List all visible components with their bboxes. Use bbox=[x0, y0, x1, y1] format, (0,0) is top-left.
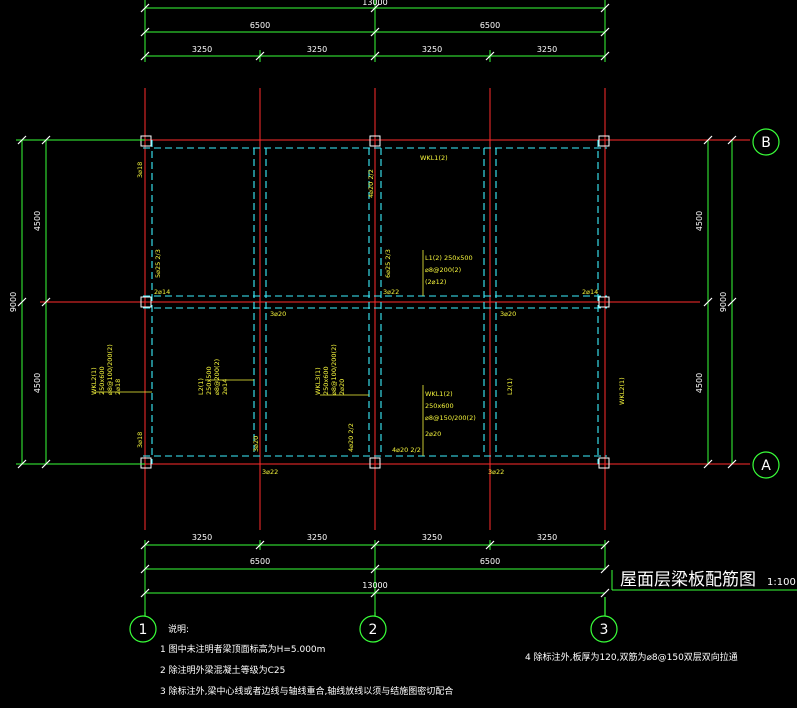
dim-top-q4: 3250 bbox=[537, 45, 557, 54]
wkl1-lower-size: 250x600 bbox=[425, 402, 454, 410]
l2-right: L2(1) bbox=[506, 378, 514, 395]
dim-left-total: 9000 bbox=[9, 292, 18, 312]
annotations: WKL1(2) 3⌀18 3⌀18 4⌀20 2/2 5⌀25 2/3 6⌀25… bbox=[90, 154, 626, 476]
bar-3c22-bottom-right: 3⌀22 bbox=[488, 468, 504, 476]
wkl2-1-title: WKL2(1) bbox=[90, 367, 98, 395]
axis-label-2: 2 bbox=[369, 622, 378, 638]
axis-label-1: 1 bbox=[139, 622, 148, 638]
dim-left-half-1: 4500 bbox=[33, 211, 42, 231]
axis-label-3: 3 bbox=[600, 622, 609, 638]
axis-bubbles bbox=[129, 128, 780, 643]
dim-right-total: 9000 bbox=[719, 292, 728, 312]
wkl1-lower-title: WKL1(2) bbox=[425, 390, 453, 398]
note-2: 2 除注明外梁混凝土等级为C25 bbox=[160, 664, 285, 676]
l2-1-size: 250x500 bbox=[205, 366, 213, 395]
l2-1-bars: 2⌀14 bbox=[221, 379, 229, 395]
l1-stirrup: ⌀8@200(2) bbox=[425, 266, 461, 274]
axis-bubble-3 bbox=[590, 615, 618, 643]
wkl1-lower-stirrup: ⌀8@150/200(2) bbox=[425, 414, 476, 422]
columns bbox=[140, 135, 610, 469]
axis-bubble-1 bbox=[129, 615, 157, 643]
bar-3c22-bottom-left: 3⌀22 bbox=[262, 468, 278, 476]
dim-left-half-2: 4500 bbox=[33, 373, 42, 393]
dim-bottom-half-2: 6500 bbox=[480, 557, 500, 566]
wkl1-lower-bars: 2⌀20 bbox=[425, 430, 441, 438]
bar-4c20-top: 4⌀20 2/2 bbox=[367, 169, 375, 198]
wkl3-1-size: 250x600 bbox=[322, 366, 330, 395]
axis-bubble-B bbox=[752, 128, 780, 156]
drawing-title: 屋面层梁板配筋图 bbox=[620, 570, 756, 590]
axis-label-B: B bbox=[761, 135, 771, 151]
bar-3c18-bottom-left: 3⌀18 bbox=[136, 432, 144, 448]
dim-top-half-1: 6500 bbox=[250, 21, 270, 30]
dimension-lines bbox=[16, 0, 797, 612]
dim-top-total: 13000 bbox=[362, 0, 387, 7]
wkl2-1-bars: 2⌀18 bbox=[114, 379, 122, 395]
bar-3c20-left: 3⌀20 bbox=[270, 310, 286, 318]
dimension-ticks bbox=[17, 3, 737, 598]
dim-top-q2: 3250 bbox=[307, 45, 327, 54]
wkl2-1-size: 250x600 bbox=[98, 366, 106, 395]
dim-top-half-2: 6500 bbox=[480, 21, 500, 30]
bar-2c14-left: 2⌀14 bbox=[154, 288, 170, 296]
axis-bubble-A bbox=[752, 451, 780, 479]
dim-top-q1: 3250 bbox=[192, 45, 212, 54]
notes-heading: 说明: bbox=[168, 623, 189, 635]
axis-bubble-2 bbox=[359, 615, 387, 643]
dim-right-half-1: 4500 bbox=[695, 211, 704, 231]
dim-top-q3: 3250 bbox=[422, 45, 442, 54]
dim-bottom-q2: 3250 bbox=[307, 533, 327, 542]
bar-4c20-lower: 4⌀20 2/2 bbox=[347, 423, 355, 452]
wkl2-right: WKL2(1) bbox=[618, 377, 626, 405]
bar-2c14-right: 2⌀14 bbox=[582, 288, 598, 296]
wkl3-1-title: WKL3(1) bbox=[314, 367, 322, 395]
wkl3-1-stirrup: ⌀8@100/200(2) bbox=[330, 344, 338, 395]
axis-label-A: A bbox=[761, 458, 771, 474]
dimension-texts: 13000 6500 6500 3250 3250 3250 3250 3250… bbox=[9, 0, 728, 590]
wkl3-1-bars: 2⌀20 bbox=[338, 379, 346, 395]
l2-1-stirrup: ⌀8@200(2) bbox=[213, 359, 221, 395]
notes: 说明: 1 图中未注明者梁顶面标高为H=5.000m 2 除注明外梁混凝土等级为… bbox=[160, 623, 738, 697]
dim-bottom-q3: 3250 bbox=[422, 533, 442, 542]
bar-4c20-bottom: 4⌀20 2/2 bbox=[392, 446, 421, 454]
dim-bottom-total: 13000 bbox=[362, 581, 387, 590]
bar-6c25: 6⌀25 2/3 bbox=[384, 249, 392, 278]
bar-3c20-lower: 3⌀20 bbox=[252, 436, 260, 452]
note-1: 1 图中未注明者梁顶面标高为H=5.000m bbox=[160, 643, 325, 655]
axis-labels: 1 2 3 B A bbox=[139, 135, 772, 638]
note-4: 4 除标注外,板厚为120,双筋为⌀8@150双层双向拉通 bbox=[525, 651, 738, 663]
dim-bottom-q4: 3250 bbox=[537, 533, 557, 542]
wkl2-1-stirrup: ⌀8@100/200(2) bbox=[106, 344, 114, 395]
grid-lines bbox=[40, 88, 750, 530]
bar-3c20-right: 3⌀20 bbox=[500, 310, 516, 318]
dim-bottom-half-1: 6500 bbox=[250, 557, 270, 566]
drawing-scale: 1:100 bbox=[767, 577, 796, 588]
l1-title: L1(2) 250x500 bbox=[425, 254, 473, 262]
l2-1-title: L2(1) bbox=[197, 378, 205, 395]
leader-lines bbox=[95, 250, 424, 456]
beams bbox=[143, 140, 607, 464]
note-3: 3 除标注外,梁中心线或者边线与轴线重合,轴线放线以须与结施图密切配合 bbox=[160, 685, 453, 697]
dim-right-half-2: 4500 bbox=[695, 373, 704, 393]
bar-3c18-top-left: 3⌀18 bbox=[136, 162, 144, 178]
l1-bars: (2⌀12) bbox=[425, 278, 446, 286]
bar-5c25: 5⌀25 2/3 bbox=[154, 249, 162, 278]
wkl1-top-label: WKL1(2) bbox=[420, 154, 448, 162]
dim-bottom-q1: 3250 bbox=[192, 533, 212, 542]
bar-3c22-mid: 3⌀22 bbox=[383, 288, 399, 296]
